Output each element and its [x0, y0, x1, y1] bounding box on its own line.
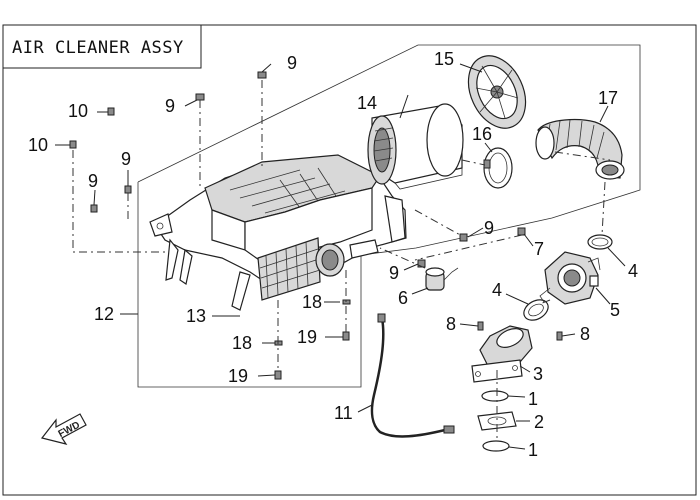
forward-direction-arrow: FWD: [40, 413, 87, 445]
bolt-8-right: [556, 331, 563, 341]
grommet-19-upper: [342, 331, 350, 341]
callout-4-left: 4: [492, 280, 502, 300]
callout-18-lower: 18: [232, 333, 252, 353]
clip-9-center: [417, 259, 426, 268]
outer-frame: [2, 24, 697, 496]
housing-group-bracket: [137, 44, 641, 388]
callout-11: 11: [334, 403, 353, 423]
callout-10-upper: 10: [68, 101, 88, 121]
callout-16: 16: [472, 124, 492, 144]
hose-clamp-lower: [523, 299, 549, 321]
callout-1-lower: 1: [528, 440, 538, 460]
spacer-plate: [477, 411, 517, 431]
callout-8-left: 8: [446, 314, 456, 334]
intake-elbow: [471, 325, 533, 383]
air-cleaner-cover: [467, 55, 527, 129]
bolt-10-lower: [69, 140, 77, 149]
callout-18-upper: 18: [302, 292, 322, 312]
grommet-19-lower: [274, 370, 282, 380]
callout-19-lower: 19: [228, 366, 248, 386]
clip-9-upper-left: [195, 93, 205, 101]
callout-4-right: 4: [628, 261, 638, 281]
clip-9-far-left: [90, 204, 98, 213]
bolt-8-left: [477, 321, 484, 331]
o-ring-lower: [482, 440, 510, 452]
intake-sensor: [425, 267, 459, 291]
callout-7: 7: [534, 239, 544, 259]
callout-13: 13: [186, 306, 206, 326]
callout-1-upper: 1: [528, 389, 538, 409]
fwd-label: FWD: [57, 420, 82, 440]
callout-2: 2: [534, 412, 544, 432]
breather-tube: [370, 313, 455, 438]
bolt-10-upper: [107, 107, 115, 116]
callout-19-upper: 19: [297, 327, 317, 347]
clip-9-top: [257, 71, 267, 79]
throttle-body: [539, 251, 601, 305]
callout-9-top: 9: [287, 53, 297, 73]
housing-grid: [257, 237, 321, 301]
callout-9-center: 9: [389, 263, 399, 283]
clamp-band: [483, 147, 513, 189]
callout-9-right: 9: [484, 218, 494, 238]
callout-8-right: 8: [580, 324, 590, 344]
callout-14: 14: [357, 93, 377, 113]
callout-5: 5: [610, 300, 620, 320]
callout-6: 6: [398, 288, 408, 308]
callout-15: 15: [434, 49, 454, 69]
diagram-title: AIR CLEANER ASSY: [12, 38, 184, 58]
callout-10-lower: 10: [28, 135, 48, 155]
air-cleaner-housing: [149, 154, 407, 311]
title-box: AIR CLEANER ASSY: [2, 24, 202, 69]
callout-3: 3: [533, 364, 543, 384]
callout-labels: 10 10 9 9 9 9 9 9 14 15 16 17 12 13 7 6 …: [28, 49, 638, 460]
callout-17: 17: [598, 88, 618, 108]
clip-9-left: [124, 185, 132, 194]
hose-clamp-upper: [587, 234, 613, 250]
clip-9-right: [459, 233, 468, 242]
intake-hose: [535, 119, 625, 180]
callout-9-left: 9: [121, 149, 131, 169]
callout-9-far-left: 9: [88, 171, 98, 191]
callout-9-upper-left: 9: [165, 96, 175, 116]
assembly-lines: [72, 80, 611, 440]
callout-12: 12: [94, 304, 114, 324]
clip-7: [517, 227, 526, 236]
air-filter-element: [367, 103, 464, 190]
o-ring-upper: [481, 390, 509, 402]
leader-lines: [55, 63, 626, 450]
